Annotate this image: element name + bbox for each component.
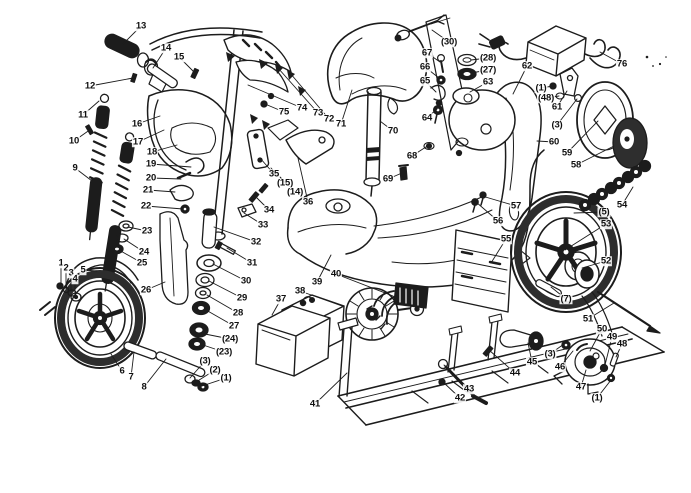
leader-line bbox=[475, 201, 499, 222]
motor-mount-plate bbox=[451, 229, 513, 313]
leader-line bbox=[599, 51, 623, 65]
front-fairing bbox=[146, 89, 233, 177]
handlebar-cover-lower bbox=[235, 59, 289, 108]
leader-line bbox=[243, 212, 264, 226]
seat bbox=[327, 22, 428, 115]
power-plug bbox=[478, 33, 506, 50]
leader-line bbox=[178, 56, 196, 74]
leader-line bbox=[73, 128, 92, 142]
leader-line bbox=[549, 343, 565, 355]
leader-line bbox=[442, 381, 461, 399]
leader-line bbox=[204, 333, 231, 340]
cover-arrow-marks bbox=[226, 52, 306, 96]
leader-line bbox=[387, 172, 403, 180]
handlebar bbox=[104, 27, 263, 93]
leader-line bbox=[621, 186, 634, 206]
leader-line bbox=[74, 167, 97, 185]
fastener-column bbox=[452, 53, 480, 105]
leader-line bbox=[379, 120, 394, 132]
leader-line bbox=[299, 290, 343, 307]
leader-line bbox=[118, 249, 143, 264]
leader-line bbox=[123, 238, 145, 253]
rear-hub-cap bbox=[574, 259, 600, 289]
frame bbox=[337, 291, 665, 426]
leader-line bbox=[277, 67, 319, 114]
leader-line bbox=[335, 273, 394, 297]
leader-line bbox=[424, 66, 440, 79]
rear-brake-assembly bbox=[499, 329, 619, 395]
leader-line bbox=[316, 254, 332, 283]
brake-caliper-cluster bbox=[246, 114, 335, 203]
leader-line bbox=[575, 145, 615, 166]
leader-line bbox=[212, 263, 247, 282]
speck-dots bbox=[645, 55, 667, 67]
latch-bracket-cluster bbox=[549, 67, 582, 102]
front-axle-hardware bbox=[56, 282, 209, 392]
seat-base-oval bbox=[448, 89, 516, 157]
leader-line bbox=[270, 167, 286, 184]
lever-hardware bbox=[169, 157, 205, 214]
leader-line bbox=[247, 84, 303, 109]
leader-line bbox=[615, 343, 623, 358]
front-wheel bbox=[54, 267, 146, 369]
leader-line bbox=[297, 157, 309, 203]
leader-line bbox=[150, 163, 192, 168]
leader-line bbox=[152, 47, 167, 69]
controller-wiring bbox=[366, 282, 429, 330]
leader-line bbox=[289, 72, 330, 120]
leader-line bbox=[226, 247, 253, 264]
leader-line bbox=[150, 177, 182, 180]
leader-line bbox=[202, 344, 225, 353]
fork-bearing-stack bbox=[110, 220, 134, 255]
leader-line bbox=[279, 176, 296, 193]
leader-line bbox=[213, 226, 257, 243]
leader-line bbox=[566, 120, 599, 154]
leader-line bbox=[201, 377, 227, 387]
leader-line bbox=[314, 372, 348, 405]
brake-drum-disc bbox=[612, 117, 648, 169]
leader-line bbox=[205, 309, 235, 327]
leader-line bbox=[130, 351, 135, 378]
leader-line bbox=[145, 205, 184, 210]
drive-chain bbox=[578, 159, 652, 212]
fork-cover bbox=[159, 211, 189, 305]
leader-line bbox=[264, 103, 285, 113]
leader-line bbox=[143, 358, 167, 388]
leader-line bbox=[206, 294, 239, 314]
leader-line bbox=[431, 29, 450, 43]
leader-line bbox=[256, 197, 270, 211]
rear-wheel bbox=[510, 191, 622, 313]
leader-line bbox=[208, 280, 243, 299]
leader-line bbox=[89, 77, 134, 87]
battery-box bbox=[255, 294, 345, 377]
leader-line bbox=[340, 89, 353, 125]
leader-line bbox=[564, 223, 607, 251]
axle-rod bbox=[596, 290, 661, 334]
battery-charger bbox=[525, 25, 587, 77]
steering-column-hardware bbox=[188, 203, 257, 351]
leader-line bbox=[411, 144, 430, 157]
margin-mark bbox=[39, 301, 56, 316]
brake-rod-lever bbox=[394, 14, 445, 42]
seat-post bbox=[363, 86, 382, 197]
front-shock-left bbox=[85, 93, 110, 241]
